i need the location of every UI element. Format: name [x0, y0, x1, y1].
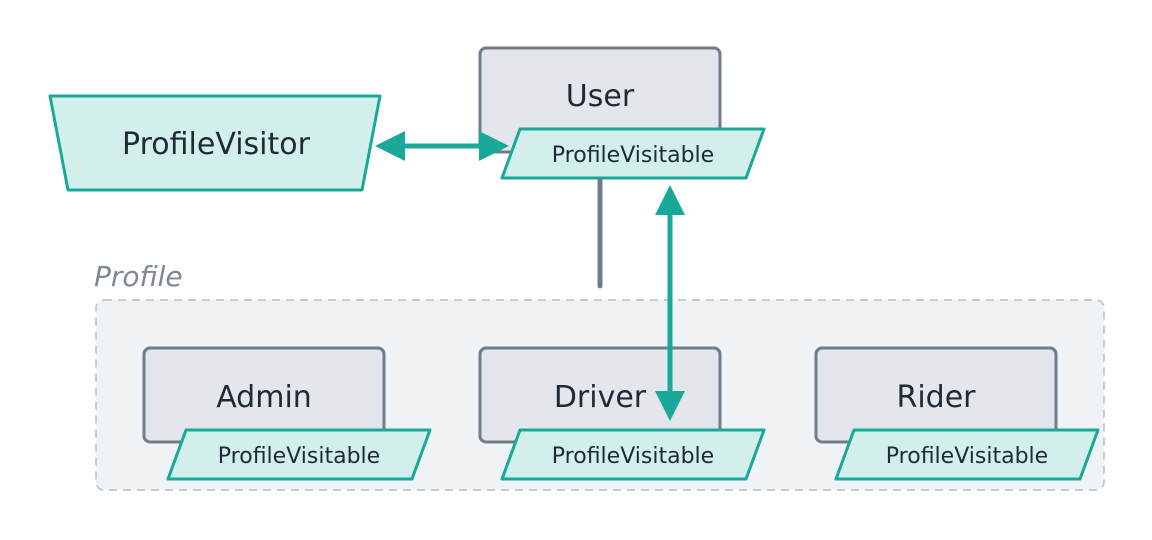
driver-node[interactable]: Driver ProfileVisitable	[478, 346, 766, 481]
rider-node[interactable]: Rider ProfileVisitable	[814, 346, 1100, 481]
rider-visitable-tag	[834, 428, 1100, 481]
user-visitable-tag	[500, 127, 766, 180]
user-label: User	[566, 79, 635, 114]
user-visitable-label: ProfileVisitable	[552, 143, 714, 168]
admin-label: Admin	[216, 380, 312, 415]
admin-visitable-tag	[166, 428, 432, 481]
user-node[interactable]: User ProfileVisitable	[478, 46, 766, 180]
driver-visitable-tag	[500, 428, 766, 481]
profile-visitor-node[interactable]: ProfileVisitor	[48, 94, 382, 192]
profile-visitor-label: ProfileVisitor	[122, 127, 311, 162]
driver-visitable-label: ProfileVisitable	[552, 444, 714, 469]
admin-visitable-label: ProfileVisitable	[218, 444, 380, 469]
profile-group-label: Profile	[94, 260, 183, 293]
rider-label: Rider	[896, 380, 976, 415]
admin-node[interactable]: Admin ProfileVisitable	[142, 346, 432, 481]
profile-visitor-shape	[48, 94, 382, 192]
driver-label: Driver	[554, 380, 647, 415]
rider-visitable-label: ProfileVisitable	[886, 444, 1048, 469]
